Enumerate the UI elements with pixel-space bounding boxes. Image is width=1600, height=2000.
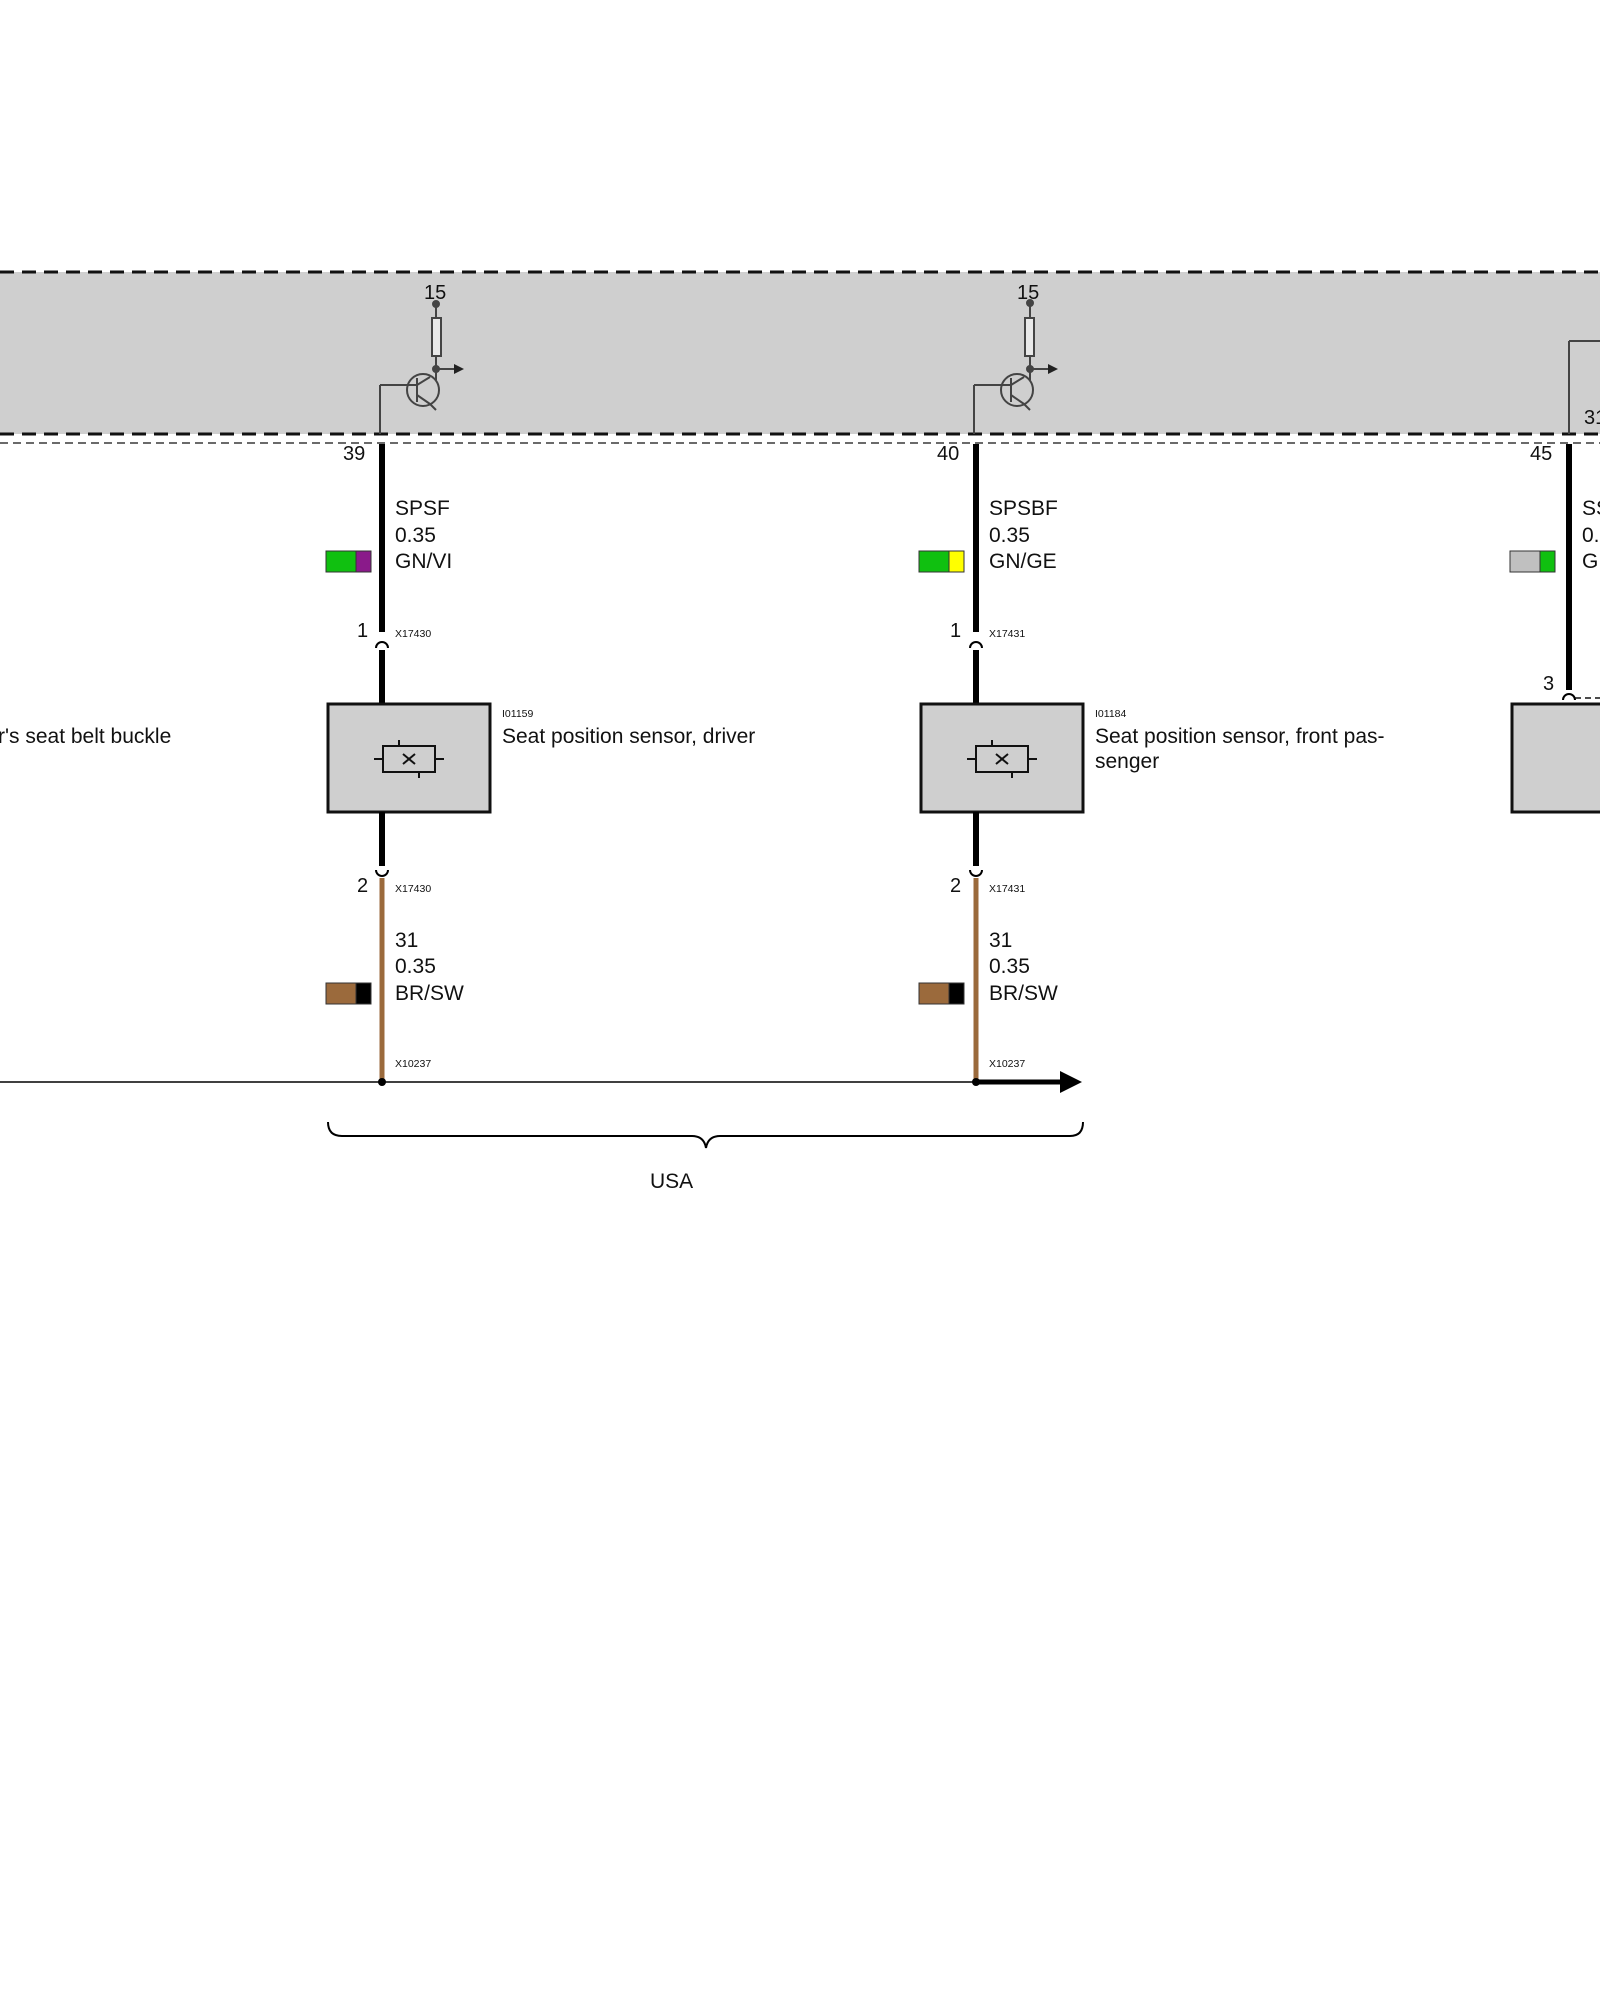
connector-symbol-top-passenger [969, 641, 983, 649]
signal-name-partial: SS [1582, 497, 1600, 520]
cross-section-driver: 0.35 [395, 524, 436, 547]
sensor-symbol-icon [967, 740, 1037, 778]
unit-pin-39: 39 [343, 443, 365, 465]
wire-color-swatch-driver [325, 550, 372, 573]
ground-wire-color-driver: BR/SW [395, 982, 464, 1005]
circuit-partial-right: 45 SS 0.3 GI 3 [1509, 443, 1600, 814]
wire-color-passenger: GN/GE [989, 550, 1057, 573]
usa-region-label: USA [650, 1170, 693, 1193]
ground-point-id-driver: X10237 [395, 1058, 431, 1070]
component-name-passenger-line2: senger [1095, 750, 1159, 773]
ground-wire-swatch-driver [325, 982, 372, 1005]
connector-pin-1-driver: 1 [357, 620, 368, 642]
ground-point-id-passenger: X10237 [989, 1058, 1025, 1070]
usa-region-brace: USA [327, 1121, 1084, 1193]
connector-pin-3-partial: 3 [1543, 673, 1554, 695]
ground-signal-driver: 31 [395, 929, 418, 952]
component-id-driver: I01159 [502, 708, 533, 720]
circuit-driver: 39 SPSF 0.35 GN/VI 1 X17430 I01159 Sea [325, 443, 755, 1086]
connector-id-top-driver: X17430 [395, 628, 431, 640]
ground-cross-section-driver: 0.35 [395, 955, 436, 978]
seat-position-sensor-front-passenger [919, 702, 1085, 814]
control-unit: 15 15 31 [0, 270, 1600, 444]
partial-component-body [1510, 702, 1600, 814]
wire-color-swatch-partial [1509, 550, 1556, 573]
cross-section-partial: 0.3 [1582, 524, 1600, 547]
ground-cross-section-passenger: 0.35 [989, 955, 1030, 978]
connector-pin-2-passenger: 2 [950, 875, 961, 897]
ground-bus [0, 1071, 1082, 1093]
connector-symbol-partial [1562, 693, 1576, 701]
wire-color-partial: GI [1582, 550, 1600, 573]
cross-section-passenger: 0.35 [989, 524, 1030, 547]
connector-symbol-bottom-driver [375, 869, 389, 877]
supply-label-1: 15 [424, 282, 446, 304]
connector-pin-2-driver: 2 [357, 875, 368, 897]
supply-label-2: 15 [1017, 282, 1039, 304]
sensor-symbol-icon [374, 740, 444, 778]
signal-name-driver: SPSF [395, 497, 450, 520]
transistor-driver-2 [973, 299, 1058, 434]
control-unit-body [0, 272, 1600, 434]
connector-id-bottom-driver: X17430 [395, 883, 431, 895]
circuit-front-passenger: 40 SPSBF 0.35 GN/GE 1 X17431 I01184 Se [918, 443, 1385, 1086]
component-id-passenger: I01184 [1095, 708, 1126, 720]
unit-pin-40: 40 [937, 443, 959, 465]
connector-id-bottom-passenger: X17431 [989, 883, 1025, 895]
partial-pin-label: 31 [1584, 407, 1600, 429]
signal-name-passenger: SPSBF [989, 497, 1058, 520]
component-name-driver: Seat position sensor, driver [502, 725, 755, 748]
ground-wire-color-passenger: BR/SW [989, 982, 1058, 1005]
connector-pin-1-passenger: 1 [950, 620, 961, 642]
partial-internal-line [1568, 340, 1600, 434]
ground-continuation-arrow-icon [1060, 1071, 1082, 1093]
wire-color-swatch-passenger [918, 550, 965, 573]
ground-wire-swatch-passenger [918, 982, 965, 1005]
wire-color-driver: GN/VI [395, 550, 452, 573]
connector-id-top-passenger: X17431 [989, 628, 1025, 640]
connector-symbol-bottom-passenger [969, 869, 983, 877]
unit-pin-45: 45 [1530, 443, 1552, 465]
ground-signal-passenger: 31 [989, 929, 1012, 952]
transistor-driver-1 [379, 300, 464, 434]
component-name-passenger-line1: Seat position sensor, front pas- [1095, 725, 1385, 748]
seat-belt-buckle-label-partial: r's seat belt buckle [0, 725, 171, 748]
connector-symbol-top-driver [375, 641, 389, 649]
brace-shape [327, 1121, 1084, 1149]
seat-position-sensor-driver [326, 702, 492, 814]
